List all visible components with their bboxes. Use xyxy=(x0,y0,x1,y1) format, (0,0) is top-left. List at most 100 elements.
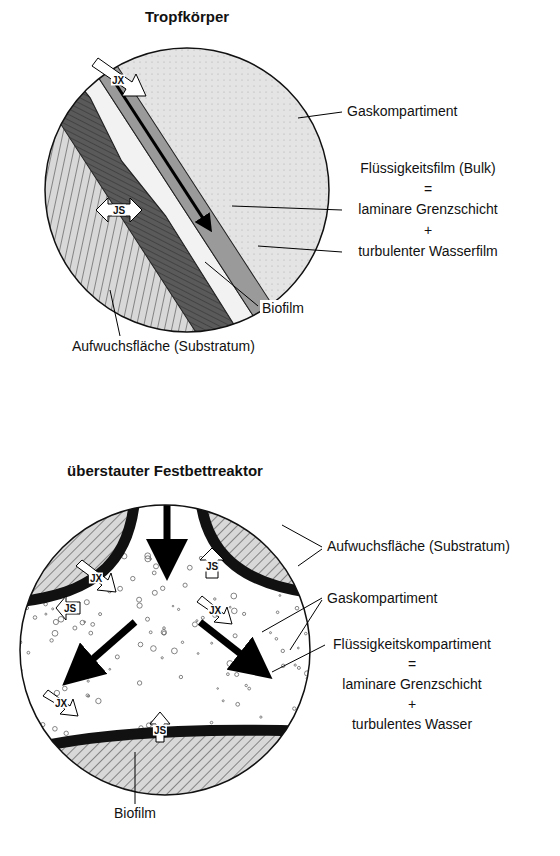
gas-bubble xyxy=(137,603,142,608)
gas-bubble xyxy=(227,661,233,667)
gas-bubble xyxy=(86,694,89,697)
gas-bubble xyxy=(53,619,58,624)
gas-bubble xyxy=(33,616,37,620)
gas-bubble xyxy=(248,687,251,690)
gas-bubble xyxy=(281,649,284,652)
gas-bubble xyxy=(160,552,163,555)
gas-bubble xyxy=(260,716,262,718)
gas-bubble xyxy=(211,642,213,644)
layer-label: Biofilm xyxy=(112,805,158,822)
gas-bubble xyxy=(115,655,119,659)
gas-bubble xyxy=(151,646,157,652)
gas-bubble xyxy=(23,703,26,706)
leader-lines xyxy=(110,112,342,336)
gas-bubble xyxy=(229,606,231,608)
equation-sign: = xyxy=(422,181,434,198)
gas-bubble xyxy=(99,613,102,616)
gas-bubble xyxy=(306,716,311,721)
gas-bubble xyxy=(187,565,192,570)
gas-bubble xyxy=(42,733,45,736)
gas-bubble xyxy=(84,621,86,623)
gas-bubble xyxy=(161,586,165,590)
flux-label: JS xyxy=(63,603,77,614)
gas-bubble xyxy=(245,684,247,686)
gas-bubble xyxy=(233,634,237,638)
equation-sign: + xyxy=(422,222,434,239)
fixed-bed-section xyxy=(0,480,340,830)
gas-bubble xyxy=(21,697,25,701)
gas-bubble xyxy=(235,673,239,677)
gas-bubble xyxy=(80,620,85,625)
gas-bubble xyxy=(45,613,47,615)
layer-label: laminare Grenzschicht xyxy=(356,201,499,218)
gas-bubble xyxy=(276,611,279,614)
gas-bubble xyxy=(96,698,101,703)
gas-bubble xyxy=(73,626,77,630)
layer-label: turbulentes Wasser xyxy=(350,716,474,733)
gas-bubble xyxy=(179,675,182,678)
flux-arrows xyxy=(43,548,232,742)
layer-label: turbulenter Wasserfilm xyxy=(356,243,500,260)
flux-label: JS xyxy=(112,205,126,216)
gas-bubble xyxy=(294,664,296,666)
gas-bubble xyxy=(222,700,224,702)
section-title: überstauter Festbettreaktor xyxy=(65,462,265,479)
gas-bubble xyxy=(178,608,180,610)
compartment-label: Gaskompartiment xyxy=(345,103,459,120)
gas-bubble xyxy=(236,702,240,706)
flux-label: JS xyxy=(153,725,167,736)
gas-bubble xyxy=(172,648,178,654)
gas-bubble xyxy=(32,734,38,740)
gas-bubble xyxy=(275,638,278,641)
leader-lines xyxy=(135,525,325,804)
gas-bubble xyxy=(295,606,299,610)
gas-bubble xyxy=(52,608,54,610)
compartment-label: Flüssigkeitskompartiment xyxy=(331,636,493,653)
gas-bubble xyxy=(232,608,238,614)
equation-sign: = xyxy=(406,656,418,673)
gas-bubble xyxy=(137,681,141,685)
flux-label: JX xyxy=(89,573,103,584)
gas-bubble xyxy=(183,583,187,587)
gas-bubble xyxy=(92,668,95,671)
compartment-label: Flüssigkeitsfilm (Bulk) xyxy=(358,160,497,177)
gas-bubble xyxy=(279,595,281,597)
gas-bubble xyxy=(172,605,174,607)
gas-bubble xyxy=(201,616,204,619)
gas-bubble xyxy=(163,627,166,630)
gas-bubble xyxy=(293,707,296,710)
gas-bubble xyxy=(181,641,183,643)
layer-label: laminare Grenzschicht xyxy=(340,676,483,693)
gas-bubble xyxy=(137,597,142,602)
gas-bubble xyxy=(214,598,216,600)
gas-bubble xyxy=(298,732,303,737)
gas-bubble xyxy=(297,666,300,669)
gas-bubble xyxy=(52,630,58,636)
gas-bubble xyxy=(149,631,152,634)
flux-label: JS xyxy=(205,561,219,572)
compartment-label: Gaskompartiment xyxy=(325,590,439,607)
gas-bubble xyxy=(217,688,219,690)
gas-bubble xyxy=(118,586,123,591)
gas-bubble xyxy=(210,721,213,724)
gas-bubble xyxy=(87,680,89,682)
layer-label: Aufwuchsfläche (Substratum) xyxy=(70,338,257,355)
gas-bubble xyxy=(84,600,89,605)
flux-label: JX xyxy=(111,75,125,86)
gas-bubble xyxy=(27,651,30,654)
gas-bubble xyxy=(138,642,143,647)
gas-bubble xyxy=(161,630,166,635)
gas-bubble xyxy=(109,668,111,670)
gas-bubble xyxy=(50,639,53,642)
flux-label: JX xyxy=(208,605,222,616)
gas-bubble xyxy=(64,731,68,735)
section-title: Tropfkörper xyxy=(143,8,231,25)
gas-bubble xyxy=(43,553,45,555)
gas-bubble xyxy=(196,620,198,622)
gas-bubble xyxy=(227,673,230,676)
gas-bubble xyxy=(161,657,163,659)
gas-bubble xyxy=(42,542,46,546)
gas-bubble xyxy=(89,631,93,635)
gas-bubble xyxy=(297,647,299,649)
gas-bubble xyxy=(63,686,68,691)
